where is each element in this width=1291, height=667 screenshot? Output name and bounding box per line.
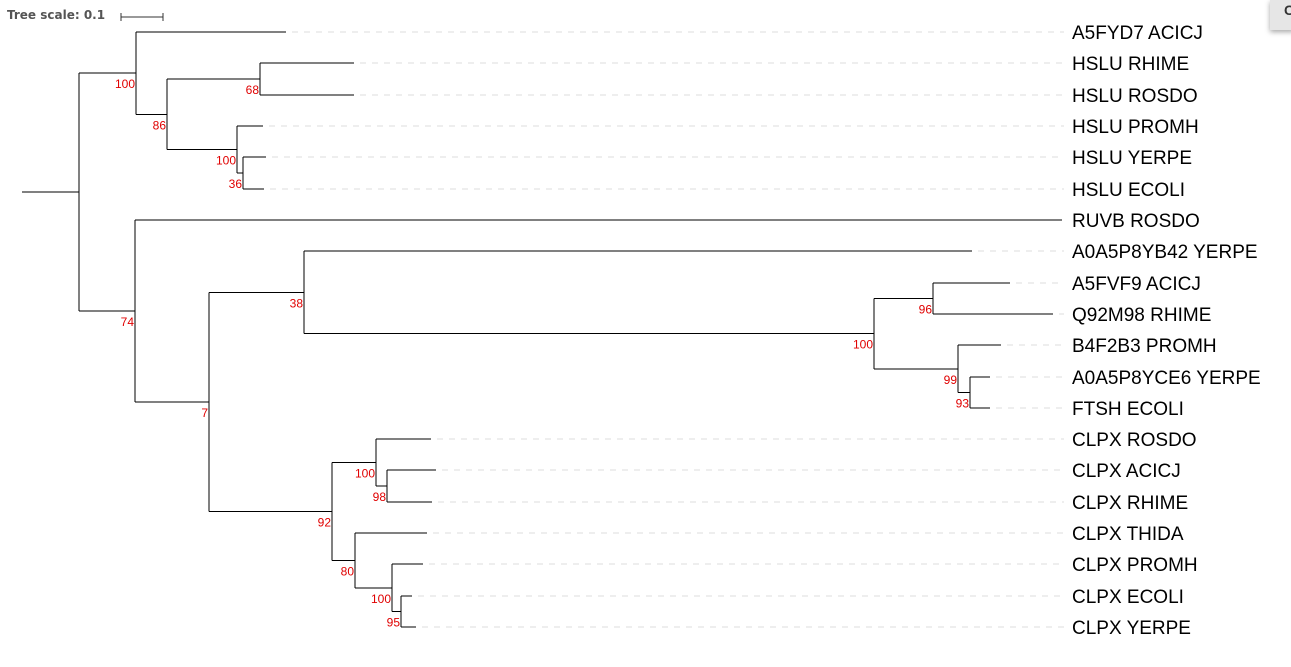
leaf-label[interactable]: HSLU PROMH <box>1072 117 1199 138</box>
support-value: 74 <box>121 315 135 329</box>
support-value: 100 <box>853 338 873 352</box>
leaf-label[interactable]: CLPX ACICJ <box>1072 461 1181 482</box>
tree-branches <box>22 31 1062 628</box>
support-value: 93 <box>956 397 970 411</box>
leaf-label[interactable]: CLPX PROMH <box>1072 555 1198 576</box>
leaf-label[interactable]: CLPX ECOLI <box>1072 587 1184 608</box>
leaf-label[interactable]: HSLU ROSDO <box>1072 86 1198 107</box>
leaf-label[interactable]: A5FYD7 ACICJ <box>1072 23 1203 44</box>
leaf-label[interactable]: CLPX THIDA <box>1072 524 1184 545</box>
corner-control-label: C <box>1284 2 1291 18</box>
leaf-label[interactable]: Q92M98 RHIME <box>1072 305 1211 326</box>
support-value: 99 <box>944 373 958 387</box>
support-value: 38 <box>290 296 304 310</box>
leaf-label[interactable]: CLPX RHIME <box>1072 493 1188 514</box>
support-value: 68 <box>246 83 260 97</box>
leaf-label[interactable]: A5FVF9 ACICJ <box>1072 274 1201 295</box>
support-value: 80 <box>341 564 355 578</box>
leaf-label[interactable]: CLPX YERPE <box>1072 618 1191 639</box>
leaf-labels: A5FYD7 ACICJ HSLU RHIME HSLU ROSDO HSLU PRO… <box>1072 23 1261 639</box>
leaf-label[interactable]: CLPX ROSDO <box>1072 430 1197 451</box>
leaf-label[interactable]: HSLU ECOLI <box>1072 180 1185 201</box>
support-value: 7 <box>201 406 208 420</box>
corner-control-button[interactable]: C <box>1270 0 1291 30</box>
leaf-guide-lines <box>269 31 1064 628</box>
support-value: 100 <box>216 154 236 168</box>
tree-scale-label: Tree scale: 0.1 <box>7 8 106 22</box>
leaf-label[interactable]: B4F2B3 PROMH <box>1072 336 1217 357</box>
leaf-label[interactable]: HSLU RHIME <box>1072 54 1189 75</box>
leaf-label[interactable]: HSLU YERPE <box>1072 148 1192 169</box>
support-value: 95 <box>387 616 401 630</box>
leaf-label[interactable]: A0A5P8YCE6 YERPE <box>1072 368 1261 389</box>
support-value: 100 <box>371 592 391 606</box>
support-value: 98 <box>373 490 387 504</box>
support-value: 100 <box>355 467 375 481</box>
support-value: 86 <box>153 118 167 132</box>
leaf-label[interactable]: A0A5P8YB42 YERPE <box>1072 242 1258 263</box>
leaf-label[interactable]: FTSH ECOLI <box>1072 399 1184 420</box>
leaf-label[interactable]: RUVB ROSDO <box>1072 211 1200 232</box>
support-value: 100 <box>115 77 135 91</box>
tree-scale-bar <box>120 13 164 21</box>
support-value: 96 <box>919 303 933 317</box>
support-value: 92 <box>318 515 332 529</box>
support-value: 36 <box>229 177 243 191</box>
support-values: 100 86 68 100 36 74 7 38 100 96 99 93 92 100 98 80 100 95 <box>115 77 969 629</box>
